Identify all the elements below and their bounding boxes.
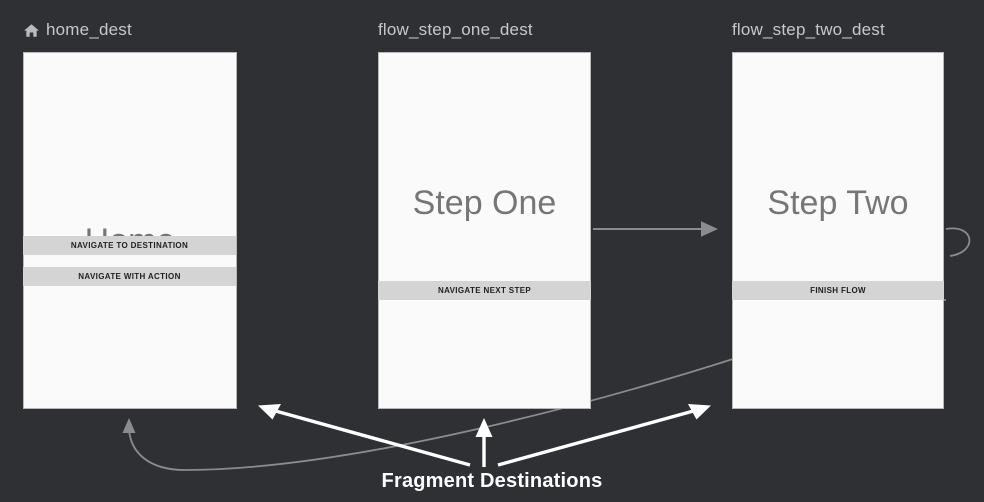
screen-title: Step One [412, 184, 557, 222]
destination-label-flow_step_two_dest[interactable]: flow_step_two_dest [732, 20, 885, 40]
callout-arrow-right [497, 404, 711, 467]
callout-caption: Fragment Destinations [381, 470, 603, 492]
destination-card-flow_step_one_dest[interactable]: Step One [378, 52, 591, 409]
destination-card-flow_step_two_dest[interactable]: Step Two [732, 52, 944, 409]
destination-label-text: flow_step_one_dest [378, 20, 533, 39]
screen-title: Step Two [767, 184, 909, 222]
destination-label-flow_step_one_dest[interactable]: flow_step_one_dest [378, 20, 533, 40]
destination-card-home_dest[interactable]: Home [23, 52, 237, 409]
destination-label-home_dest[interactable]: home_dest [23, 20, 132, 40]
callout-arrow-middle [475, 418, 493, 467]
navigate-to-destination-button[interactable]: NAVIGATE TO DESTINATION [23, 236, 236, 255]
destination-label-text: home_dest [46, 20, 132, 39]
navigate-next-step-button[interactable]: NAVIGATE NEXT STEP [378, 281, 591, 300]
home-icon [23, 23, 40, 38]
edge-step-two-loop [945, 227, 971, 257]
destination-label-text: flow_step_two_dest [732, 20, 885, 39]
finish-flow-button[interactable]: FINISH FLOW [732, 281, 944, 300]
callout-arrow-left [258, 404, 471, 467]
navigate-with-action-button[interactable]: NAVIGATE WITH ACTION [23, 267, 236, 286]
